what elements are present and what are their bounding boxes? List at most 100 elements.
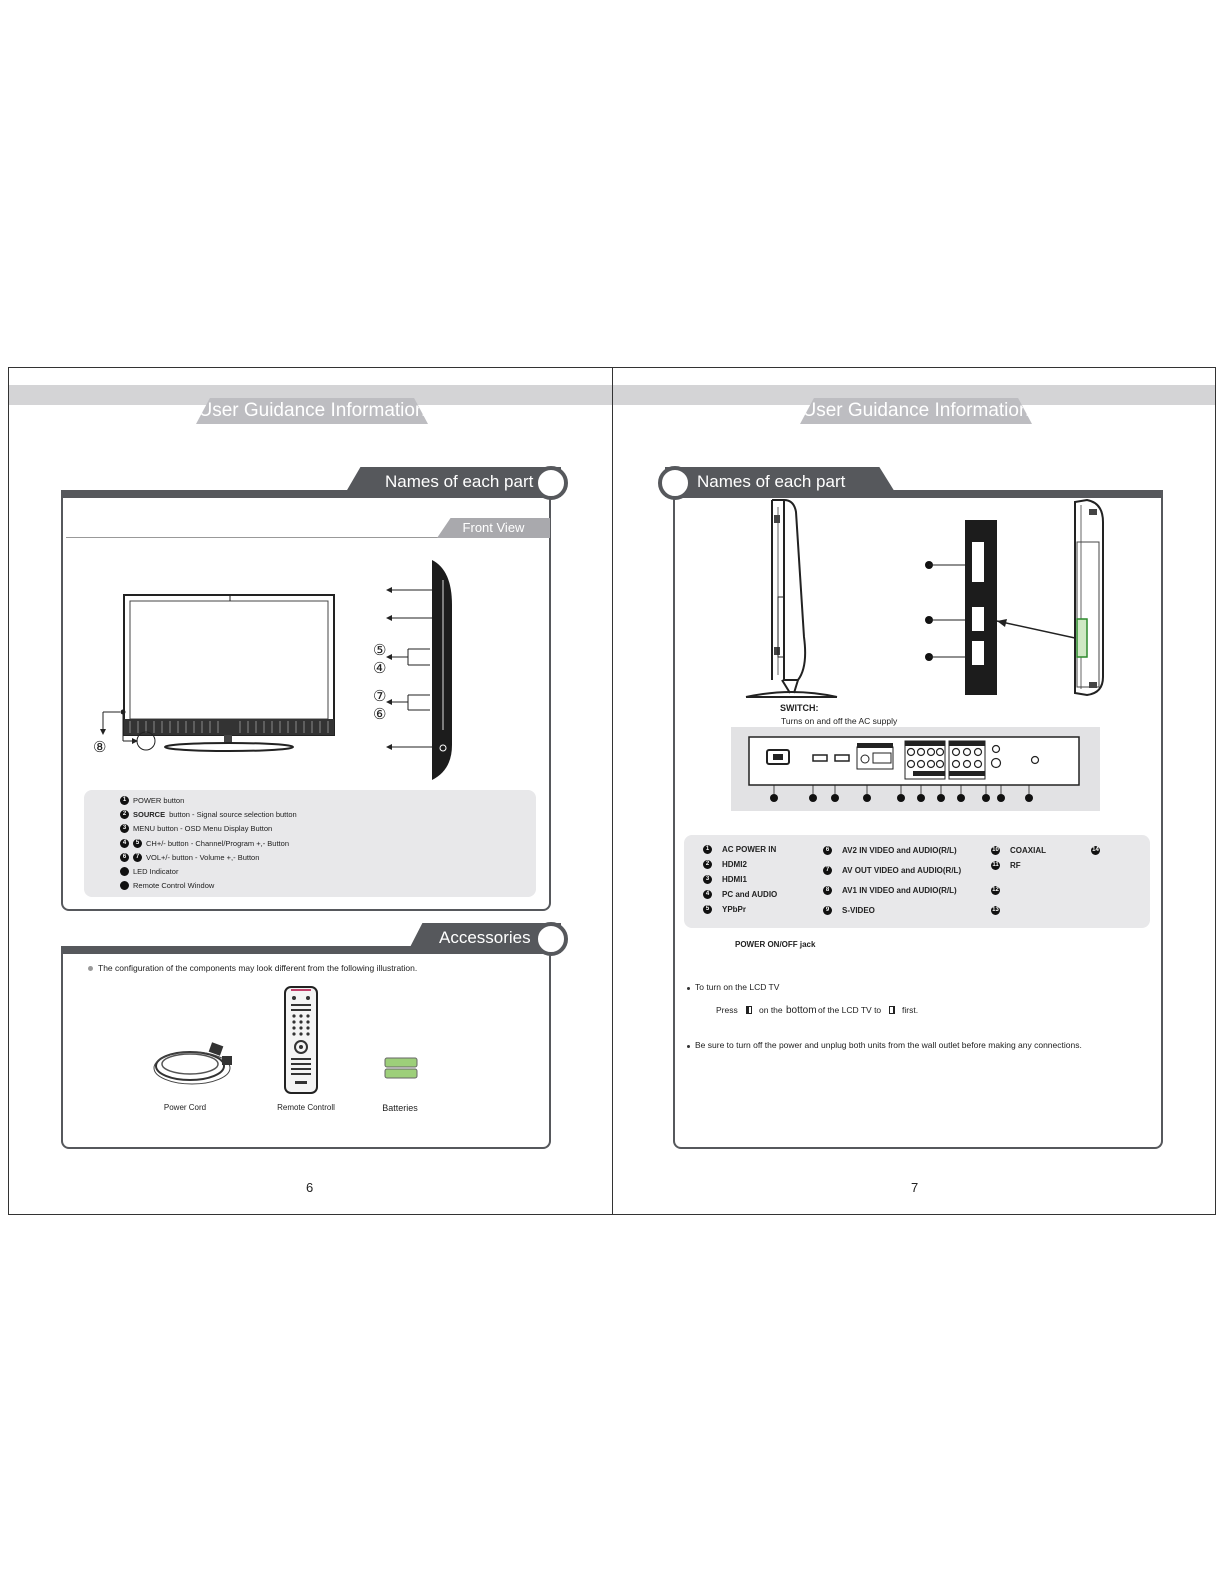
connector-number-icon: 7 <box>823 866 832 875</box>
connector-row: 14 <box>1091 846 1100 855</box>
connector-number-icon: 9 <box>823 906 832 915</box>
front-view-rule <box>66 537 550 538</box>
right-section-badge <box>658 466 692 500</box>
left-section1-badge <box>534 466 568 500</box>
connector-label: AV1 IN VIDEO and AUDIO(R/L) <box>842 886 957 895</box>
accessory-caption-remote: Remote Controll <box>277 1103 335 1112</box>
bullet-turn-on: To turn on the LCD TV <box>695 982 780 992</box>
connector-row: 12 <box>991 886 1010 895</box>
right-panel <box>673 497 1163 1149</box>
connector-label: S-VIDEO <box>842 906 875 915</box>
connector-label: COAXIAL <box>1010 846 1046 855</box>
switch-closeup-diagram <box>925 520 1076 695</box>
legend-number-icon <box>120 881 129 890</box>
connector-number-icon: 11 <box>991 861 1000 870</box>
connector-number-icon: 13 <box>991 906 1000 915</box>
connector-number-icon: 5 <box>703 905 712 914</box>
connector-label: AV OUT VIDEO and AUDIO(R/L) <box>842 866 962 875</box>
front-view-tab: Front View <box>437 518 550 538</box>
front-tv-diagram <box>100 594 335 752</box>
power-switch-icon-2 <box>889 1006 895 1014</box>
power-cord-illustration <box>153 1042 232 1085</box>
connector-row: 1 AC POWER IN <box>703 845 776 854</box>
power-switch-icon <box>746 1006 752 1014</box>
left-panel2 <box>61 953 551 1149</box>
press-bottom: bottom <box>786 1005 817 1016</box>
tv-rear-profile <box>1074 498 1104 697</box>
connector-label: YPbPr <box>722 905 747 914</box>
left-page-number: 6 <box>306 1180 314 1195</box>
legend-row: Remote Control Window <box>120 881 214 890</box>
legend-row: LED Indicator <box>120 867 178 876</box>
tv-side-profile <box>745 499 838 698</box>
connector-row: 9 S-VIDEO <box>823 906 875 915</box>
connector-label: PC and AUDIO <box>722 890 778 899</box>
legend-number-icon: 7 <box>133 853 142 862</box>
left-section2-title: Accessories <box>407 923 561 953</box>
legend-number-icon: 3 <box>120 824 129 833</box>
legend-text: Remote Control Window <box>133 881 215 890</box>
connector-label: AV2 IN VIDEO and AUDIO(R/L) <box>842 846 957 855</box>
connector-label: AC POWER IN <box>722 845 777 854</box>
left-panel1 <box>61 497 551 911</box>
legend-number-icon: 5 <box>133 839 142 848</box>
right-header-title: User Guidance Information <box>800 398 1032 424</box>
accessory-caption-batteries: Batteries <box>382 1103 418 1113</box>
rear-connector-panel <box>748 736 1080 802</box>
connector-row: 4 PC and AUDIO <box>703 890 777 899</box>
press-on-the: on the <box>759 1005 783 1015</box>
batteries-illustration <box>384 1057 418 1079</box>
legend-number-icon: 6 <box>120 853 129 862</box>
legend-text: LED Indicator <box>133 867 179 876</box>
left-header-band <box>9 385 612 405</box>
switch-title: SWITCH: <box>780 703 819 713</box>
side-label-7: ⑦ <box>373 688 387 705</box>
legend-bold-label: SOURCE <box>133 810 166 819</box>
left-panel2-topbar <box>61 946 551 954</box>
legend-number-icon: 4 <box>120 839 129 848</box>
press-of-tv: of the LCD TV to <box>818 1005 882 1015</box>
legend-number-icon: 2 <box>120 810 129 819</box>
bullet-safety: Be sure to turn off the power and unplug… <box>695 1040 1082 1050</box>
connector-legend <box>684 835 1150 928</box>
left-header-title: User Guidance Information <box>196 398 428 424</box>
connector-number-icon: 3 <box>703 875 712 884</box>
right-section-title: Names of each part <box>665 467 898 497</box>
front-view-legend <box>84 790 536 897</box>
page-divider <box>612 367 613 1215</box>
press-first: first. <box>902 1005 919 1015</box>
connector-row: 5 YPbPr <box>703 905 746 914</box>
legend-text: CH+/- button - Channel/Program +,- Butto… <box>146 839 289 848</box>
right-panel-topbar <box>673 490 1163 498</box>
accessory-caption-power-cord: Power Cord <box>163 1103 207 1112</box>
connector-number-icon: 2 <box>703 860 712 869</box>
connector-row: 13 <box>991 906 1010 915</box>
left-section2-badge <box>534 922 568 956</box>
connector-label: HDMI2 <box>722 860 747 869</box>
connector-number-icon: 1 <box>703 845 712 854</box>
legend-text: POWER button <box>133 796 185 805</box>
connector-number-icon: 14 <box>1091 846 1100 855</box>
legend-number-icon <box>120 867 129 876</box>
side-label-5: ⑤ <box>373 642 387 659</box>
connector-row: 2 HDMI2 <box>703 860 747 869</box>
tv-label-8: ⑧ <box>93 739 107 756</box>
legend-text: VOL+/- button - Volume +,- Button <box>146 853 260 862</box>
legend-number-icon: 1 <box>120 796 129 805</box>
side-label-4: ④ <box>373 660 387 677</box>
remote-control-illustration <box>284 986 318 1094</box>
connector-number-icon: 12 <box>991 886 1000 895</box>
side-panel-diagram <box>386 560 452 780</box>
bullet-2-dot <box>687 1045 690 1048</box>
right-page-number: 7 <box>911 1180 919 1195</box>
connector-number-icon: 4 <box>703 890 712 899</box>
accessories-note: The configuration of the components may … <box>98 963 418 973</box>
connector-row: 7 AV OUT VIDEO and AUDIO(R/L) <box>823 866 961 875</box>
